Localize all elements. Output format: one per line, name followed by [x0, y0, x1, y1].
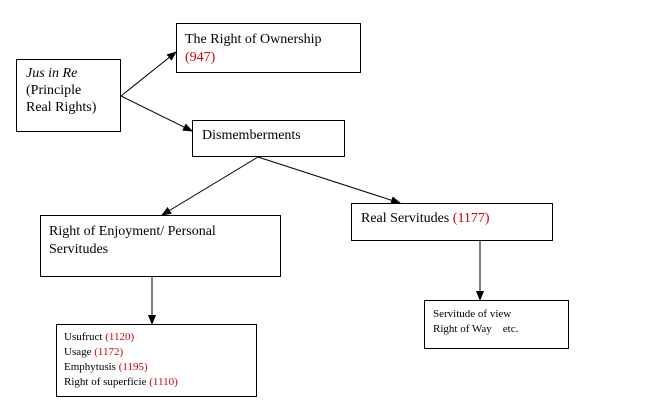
personal-servitudes-label-2: Servitudes: [49, 242, 109, 257]
article-ref: 1195: [122, 361, 144, 373]
jus-in-re-box: Jus in Re (Principle Real Rights): [16, 59, 121, 132]
dismemberments-label: Dismemberments: [202, 128, 301, 143]
arrow-root-to-ownership: [120, 51, 177, 97]
list-item: Emphytusis (1195): [64, 361, 148, 373]
real-servitudes-list-box: Servitude of view Right of Way etc.: [424, 300, 569, 349]
list-item: Right of Way etc.: [433, 323, 519, 335]
personal-servitudes-list-box: Usufruct (1120) Usage (1172) Emphytusis …: [56, 324, 257, 397]
arrow-dismemberments-to-personal: [161, 156, 259, 216]
real-servitudes-box: Real Servitudes (1177): [351, 203, 553, 241]
real-servitudes-article-ref: 1177: [457, 211, 485, 226]
dismemberments-box: Dismemberments: [192, 120, 345, 157]
personal-servitudes-box: Right of Enjoyment/ Personal Servitudes: [40, 215, 281, 277]
ownership-ref-line: (947): [185, 50, 216, 65]
list-item: Servitude of view: [433, 308, 512, 320]
arrow-root-to-dismemberments: [120, 95, 193, 132]
arrow-dismemberments-to-real: [257, 156, 401, 205]
list-item: Right of superficie (1110): [64, 376, 178, 388]
real-servitudes-line: Real Servitudes (1177): [361, 211, 490, 226]
article-ref: 1120: [108, 331, 131, 343]
ownership-label: The Right of Ownership: [185, 32, 322, 47]
article-ref: 1110: [152, 376, 175, 388]
personal-servitudes-label-1: Right of Enjoyment/ Personal: [49, 224, 216, 239]
ownership-article-ref: 947: [189, 50, 211, 65]
real-servitudes-label: Real Servitudes: [361, 211, 453, 226]
jus-in-re-subtitle-2: Real Rights): [26, 100, 97, 115]
list-item: Usage (1172): [64, 346, 124, 358]
right-of-ownership-box: The Right of Ownership (947): [176, 23, 361, 73]
jus-in-re-subtitle-1: (Principle: [26, 83, 82, 98]
jus-in-re-title: Jus in Re: [26, 66, 78, 81]
list-item: Usufruct (1120): [64, 331, 135, 343]
article-ref: 1172: [97, 346, 120, 358]
